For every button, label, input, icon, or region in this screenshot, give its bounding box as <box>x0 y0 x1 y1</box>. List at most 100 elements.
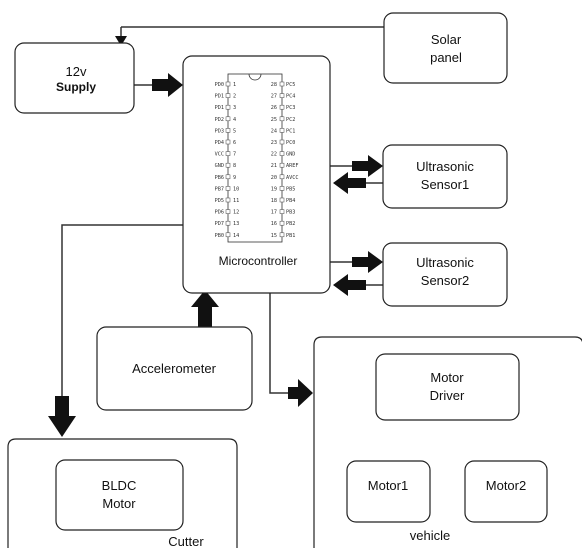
ic-pin-number: 21 <box>271 163 277 169</box>
wire-mcu-vehicle <box>269 293 290 394</box>
ic-pin-number: 9 <box>233 175 236 181</box>
ultrasonic2-line1: Ultrasonic <box>416 255 474 270</box>
ic-pin-pad <box>225 104 231 110</box>
ultrasonic1-line1: Ultrasonic <box>416 159 474 174</box>
ic-pin-pad <box>279 151 285 156</box>
ic-pin-label: PD4 <box>215 140 224 146</box>
ic-pin-number: 10 <box>233 186 239 192</box>
ic-pin-label: PD2 <box>215 117 224 123</box>
motor1-block <box>346 460 431 523</box>
ic-pin-pad <box>279 220 285 226</box>
solar-panel-block: Solar panel <box>383 12 508 84</box>
supply-block: 12v Supply <box>14 42 135 114</box>
ic-pin-label: PB3 <box>286 210 295 216</box>
vehicle-label: vehicle <box>410 528 450 543</box>
ic-pin-pad <box>279 197 285 203</box>
ultrasonic-sensor2-block: Ultrasonic Sensor2 <box>382 242 508 307</box>
ic-pin-label: PC2 <box>286 117 295 123</box>
ic-pin-label: PD3 <box>215 128 224 134</box>
ic-pin-number: 15 <box>271 233 277 239</box>
ic-pin-pad <box>279 209 285 214</box>
supply-line2: Supply <box>56 80 96 94</box>
ic-pin-number: 22 <box>271 152 277 158</box>
arrow-left-icon <box>333 274 366 296</box>
ic-pin-pad <box>225 232 231 238</box>
ic-pin-label: PD5 <box>215 198 224 204</box>
motor-driver-line2: Driver <box>430 388 465 403</box>
ic-pin-number: 11 <box>233 198 239 204</box>
ic-pin-pad <box>279 81 285 87</box>
ic-pin-label: PB5 <box>286 186 295 192</box>
motor-driver-line1: Motor <box>430 370 464 385</box>
ic-pin-pad <box>225 128 231 133</box>
ic-pin-number: 6 <box>233 140 236 146</box>
microcontroller-label: Microcontroller <box>219 254 298 268</box>
arrow-down-icon <box>48 396 76 437</box>
ic-pin-pad <box>225 162 231 168</box>
ic-pin-pad <box>225 186 231 191</box>
ic-pin-pad <box>225 139 231 145</box>
accelerometer-label: Accelerometer <box>132 361 216 376</box>
ic-pin-number: 16 <box>271 221 277 227</box>
solar-line2: panel <box>430 50 462 65</box>
cutter-block: Cutter BLDC Motor <box>7 438 238 548</box>
ic-pin-pad <box>225 209 231 214</box>
arrow-left-icon <box>333 172 366 194</box>
ic-pin-pad <box>225 151 231 156</box>
ic-pin-pad <box>279 232 285 238</box>
ic-pin-number: 27 <box>271 94 277 100</box>
ultrasonic-sensor1-block: Ultrasonic Sensor1 <box>382 144 508 209</box>
ic-pin-label: VCC <box>215 152 224 158</box>
ic-pin-label: GND <box>215 163 224 169</box>
ic-pin-pad <box>279 104 285 110</box>
bldc-line2: Motor <box>102 496 136 511</box>
arrow-right-icon <box>288 379 313 407</box>
ic-pin-label: PD1 <box>215 94 224 100</box>
ic-pin-pad <box>225 220 231 226</box>
ic-notch <box>248 73 262 81</box>
ic-pin-label: PC3 <box>286 105 295 111</box>
ic-pin-label: PB7 <box>215 186 224 192</box>
ic-pin-label: PB2 <box>286 221 295 227</box>
ic-pin-pad <box>279 174 285 180</box>
ic-pin-number: 26 <box>271 105 277 111</box>
motor2-label: Motor2 <box>486 478 526 493</box>
motor2-block <box>464 460 548 523</box>
ic-pin-number: 3 <box>233 105 236 111</box>
ic-pin-pad <box>279 93 285 98</box>
ic-pin-pad <box>279 139 285 145</box>
ic-pin-label: PB6 <box>215 175 224 181</box>
arrow-right-icon <box>352 155 383 177</box>
ic-pin-number: 14 <box>233 233 239 239</box>
ic-pin-label: GND <box>286 152 295 158</box>
arrow-right-icon <box>152 73 183 97</box>
ultrasonic1-line2: Sensor1 <box>421 177 469 192</box>
ic-pin-label: PD6 <box>215 210 224 216</box>
ic-pin-pad <box>279 162 285 168</box>
ic-pin-label: AREF <box>286 163 299 169</box>
ic-pin-label: PC1 <box>286 128 295 134</box>
ic-pin-number: 5 <box>233 128 236 134</box>
ic-pin-number: 23 <box>271 140 277 146</box>
vehicle-block: vehicle Motor Driver Motor1 Motor2 <box>313 336 582 548</box>
arrow-up-icon <box>191 290 219 330</box>
ic-pin-number: 25 <box>271 117 277 123</box>
motor-driver-block <box>375 353 520 421</box>
ic-pin-number: 28 <box>271 82 277 88</box>
ic-pin-pad <box>279 116 285 122</box>
ic-pin-pad <box>225 197 231 203</box>
ic-pin-pad <box>279 186 285 191</box>
solar-line1: Solar <box>431 32 462 47</box>
ic-pin-pad <box>225 93 231 98</box>
motor1-label: Motor1 <box>368 478 408 493</box>
ic-pin-pad <box>225 174 231 180</box>
accelerometer-block: Accelerometer <box>96 326 253 411</box>
ic-pin-pad <box>225 81 231 87</box>
ic-pin-label: AVCC <box>286 175 299 181</box>
ic-pin-label: PC0 <box>286 140 295 146</box>
ic-pin-label: PD0 <box>215 82 224 88</box>
ic-pin-number: 8 <box>233 163 236 169</box>
ic-pin-label: PB4 <box>286 198 295 204</box>
